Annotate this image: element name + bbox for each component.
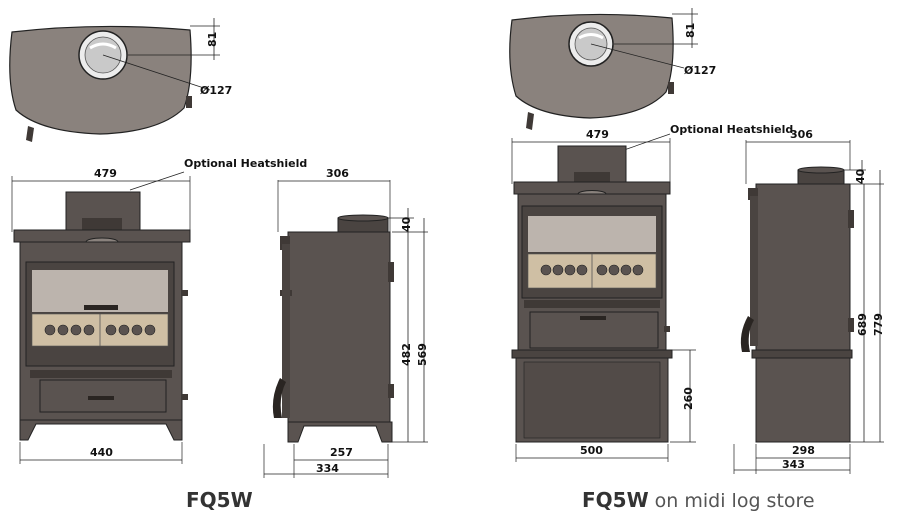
right-height-inner: 689 xyxy=(856,313,869,336)
right-flue-height: 40 xyxy=(854,168,867,184)
right-depth-base: 343 xyxy=(782,458,805,471)
right-top-view: 81 Ø127 xyxy=(509,8,716,130)
right-depth-base-inner: 298 xyxy=(792,444,815,457)
left-caption: FQ5W xyxy=(186,488,253,512)
right-caption-suffix: on midi log store xyxy=(648,490,815,512)
right-log-store-height: 260 xyxy=(682,387,695,410)
left-front-view: 479 Optional Heatshield 440 xyxy=(11,157,307,464)
right-side-view: 306 40 689 779 298 343 xyxy=(733,128,885,474)
right-depth-top: 306 xyxy=(790,128,813,141)
left-top-view: 81 Ø127 xyxy=(9,18,232,142)
right-front-view: 479 Optional Heatshield 500 260 xyxy=(511,123,793,462)
left-width-base: 440 xyxy=(90,446,113,459)
left-heatshield-note: Optional Heatshield xyxy=(184,157,307,170)
right-width-top: 479 xyxy=(586,128,609,141)
left-width-top: 479 xyxy=(94,167,117,180)
left-flue-height: 40 xyxy=(400,216,413,232)
left-flue-diameter: Ø127 xyxy=(200,84,232,97)
left-side-view: 306 40 482 569 257 334 xyxy=(263,167,429,478)
left-flue-offset: 81 xyxy=(206,32,219,47)
left-depth-base-inner: 257 xyxy=(330,446,353,459)
right-caption: FQ5W on midi log store xyxy=(582,488,815,512)
left-caption-model: FQ5W xyxy=(186,488,253,512)
left-depth-top: 306 xyxy=(326,167,349,180)
right-heatshield-note: Optional Heatshield xyxy=(670,123,793,136)
right-flue-diameter: Ø127 xyxy=(684,64,716,77)
right-height-total: 779 xyxy=(872,313,885,336)
left-height-total: 569 xyxy=(416,343,429,366)
left-height-inner: 482 xyxy=(400,343,413,366)
left-depth-base: 334 xyxy=(316,462,339,475)
right-caption-model: FQ5W xyxy=(582,488,649,512)
right-flue-offset: 81 xyxy=(684,23,697,38)
right-width-base: 500 xyxy=(580,444,603,457)
